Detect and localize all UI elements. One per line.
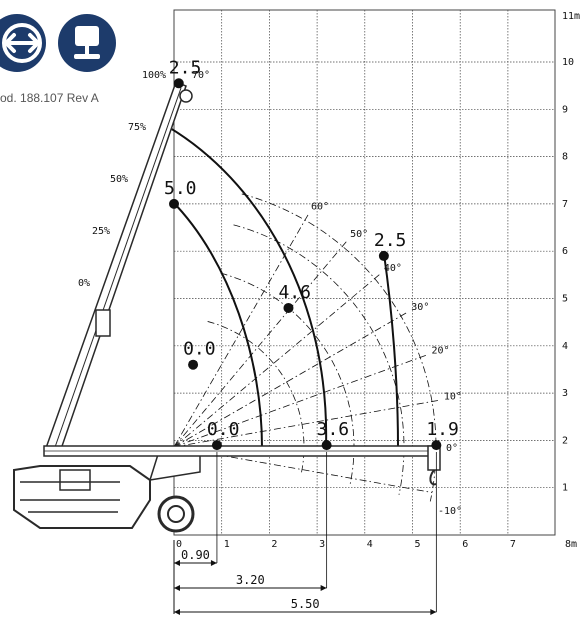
load-curve [164, 124, 328, 448]
x-tick-label: 3 [319, 539, 325, 550]
y-unit-label: 11m [562, 11, 580, 22]
load-point-label: 0.0 [207, 419, 240, 440]
angle-lines: 70° 60° 50° 40° 30° 20° 10° 0° -10° [173, 70, 462, 517]
angle-label: 0° [446, 443, 458, 454]
machine-cab [59, 469, 91, 491]
y-tick-label: 3 [562, 388, 568, 399]
x-tick-label: 5 [415, 539, 421, 550]
dim-label: 5.50 [291, 597, 320, 611]
x-tick-label: 0 [176, 539, 182, 550]
wheel-icon [157, 495, 195, 533]
machine-body [13, 465, 151, 529]
load-curve [171, 200, 263, 448]
angle-label: 60° [311, 202, 329, 213]
hook-icon [429, 469, 437, 486]
y-tick-label: 8 [562, 152, 568, 163]
dim-label: 0.90 [181, 548, 210, 562]
load-point-label: 3.6 [317, 419, 350, 440]
angle-line [173, 273, 382, 448]
y-tick-label: 7 [562, 199, 568, 210]
bidirectional-arrows-icon [0, 14, 46, 72]
model-code: od. 188.107 Rev A [0, 91, 99, 105]
x-tick-label: 4 [367, 539, 373, 550]
load-point-label: 2.5 [169, 57, 202, 78]
load-point [188, 359, 199, 370]
angle-label: -10° [438, 506, 462, 517]
load-point [431, 440, 442, 451]
x-tick-label: 6 [462, 539, 468, 550]
y-tick-label: 2 [562, 435, 568, 446]
load-curve [383, 253, 399, 448]
angle-label: 30° [411, 302, 429, 313]
y-tick-label: 5 [562, 294, 568, 305]
x-tick-label: 1 [224, 539, 230, 550]
x-unit-label: 8m [565, 539, 577, 550]
boom-raised [45, 81, 187, 453]
load-point [321, 440, 332, 451]
y-tick-label: 10 [562, 57, 574, 68]
boom-inner [53, 87, 182, 451]
angle-line [173, 239, 348, 448]
load-point-label: 4.6 [278, 282, 311, 303]
extension-label: 50% [110, 174, 128, 185]
y-tick-label: 1 [562, 483, 568, 494]
y-tick-label: 9 [562, 104, 568, 115]
machine-panel [20, 481, 120, 513]
crane-machine [13, 447, 201, 533]
platform-icon [58, 14, 116, 72]
angle-label: 20° [431, 345, 449, 356]
load-point-label: 2.5 [374, 230, 407, 251]
angle-label: 70° [192, 70, 210, 81]
load-point [283, 302, 294, 313]
y-tick-label: 6 [562, 246, 568, 257]
extension-label: 100% [142, 70, 166, 81]
load-point [173, 78, 184, 89]
extension-arcs: 100% 75% 50% 25% 0% [78, 70, 437, 502]
extension-label: 0% [78, 278, 90, 289]
extension-arc [233, 224, 405, 495]
boom-cylinder [95, 309, 111, 337]
load-point-label: 5.0 [164, 178, 197, 199]
load-point-label: 1.9 [426, 419, 459, 440]
angle-line [173, 399, 440, 448]
dimension-lines: 0.90 3.20 5.50 [173, 452, 437, 615]
dim-label: 3.20 [236, 573, 265, 587]
load-point [378, 250, 389, 261]
load-point-label: 0.0 [183, 339, 216, 360]
angle-label: 40° [384, 263, 402, 274]
load-point [211, 440, 222, 451]
axis-labels: 0 1 2 3 4 5 6 7 1 2 3 4 5 6 7 8 9 10 8m 11m [176, 11, 580, 550]
y-tick-label: 4 [562, 341, 568, 352]
x-tick-label: 7 [510, 539, 516, 550]
load-point [169, 198, 179, 209]
wheel-hub [167, 505, 185, 523]
extension-label: 75% [128, 122, 146, 133]
angle-label: 10° [444, 391, 462, 402]
angle-line [173, 311, 409, 448]
boom [43, 81, 441, 486]
extension-label: 25% [92, 226, 110, 237]
load-points: 2.5 5.0 0.0 4.6 2.5 0.0 3.6 1.9 [164, 57, 459, 451]
angle-line [173, 212, 310, 448]
boom-tip [179, 89, 193, 103]
angle-label: 50° [350, 229, 368, 240]
angle-line [173, 354, 428, 448]
x-tick-label: 2 [271, 539, 277, 550]
